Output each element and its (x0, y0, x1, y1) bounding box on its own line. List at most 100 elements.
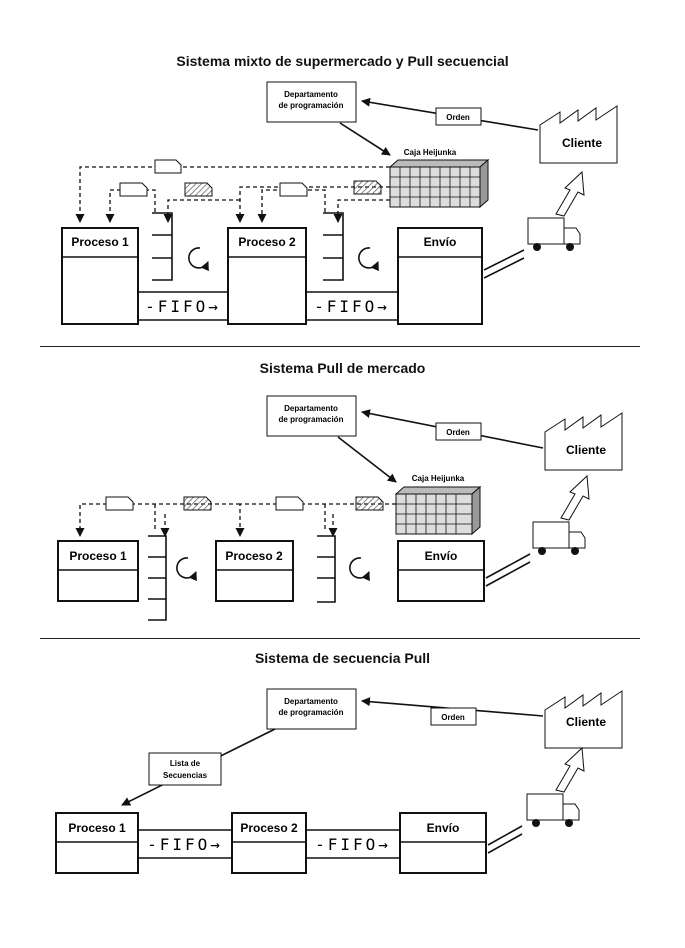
cycle-icon (358, 247, 379, 272)
kanban-card (154, 159, 182, 174)
customer-factory: Cliente (544, 412, 623, 471)
svg-text:Departamento: Departamento (284, 90, 338, 99)
kanban-card-hatched (353, 180, 382, 195)
section2-title: Sistema Pull de mercado (259, 360, 426, 376)
svg-text:Departamento: Departamento (284, 404, 338, 413)
supermarket-shelf (317, 535, 336, 603)
order-label: Orden (446, 113, 470, 122)
heijunka-label: Caja Heijunka (404, 148, 457, 157)
truck-icon (532, 521, 586, 555)
delivery-arrow (555, 746, 585, 793)
process2-box: Proceso 2 (215, 540, 294, 602)
section-divider (40, 346, 640, 347)
shipping-label: Envío (427, 821, 460, 835)
customer-factory: Cliente (544, 690, 623, 749)
kanban-card (279, 182, 308, 197)
shipping-box: Envío (399, 812, 487, 874)
schedule-arrow (337, 436, 397, 483)
shipping-box: Envío (397, 227, 483, 325)
supermarket-shelf (148, 535, 167, 621)
process2-box: Proceso 2 (227, 227, 307, 325)
order-label: Orden (441, 713, 465, 722)
fifo-label: -FIFO→ (315, 835, 391, 854)
process1-label: Proceso 1 (69, 549, 127, 563)
kanban-card (275, 496, 304, 511)
heijunka-box: Caja Heijunka (388, 148, 490, 209)
process2-label: Proceso 2 (240, 821, 298, 835)
svg-text:de programación: de programación (279, 708, 344, 717)
shipping-label: Envío (424, 235, 457, 249)
heijunka-box: Caja Heijunka (394, 474, 482, 536)
kanban-loop (75, 166, 390, 223)
cycle-icon (176, 557, 197, 582)
kanban-card-hatched (355, 496, 384, 511)
customer-label: Cliente (566, 715, 606, 729)
order-box: Orden (435, 422, 482, 441)
kanban-loop (333, 199, 390, 223)
process1-box: Proceso 1 (61, 227, 139, 325)
fifo-label: -FIFO→ (147, 835, 223, 854)
kanban-loop (235, 186, 390, 223)
sequence-list-box: Lista de Secuencias (148, 752, 222, 786)
delivery-arrow (560, 474, 590, 521)
section1-diagram: Departamento de programación Cliente Ord… (61, 81, 618, 325)
customer-label: Cliente (566, 443, 606, 457)
kanban-card-hatched (184, 182, 213, 197)
programming-dept-box: Departamento de programación (266, 688, 357, 730)
svg-text:de programación: de programación (279, 101, 344, 110)
process1-label: Proceso 1 (68, 821, 126, 835)
shipping-line (483, 249, 525, 271)
customer-factory: Cliente (539, 105, 618, 164)
fifo-lane: -FIFO→ (138, 291, 228, 321)
kanban-card (119, 182, 148, 197)
fifo-label: -FIFO→ (314, 297, 390, 316)
shipping-line (485, 561, 531, 587)
kanban-loop (75, 503, 240, 537)
kanban-card (105, 496, 134, 511)
order-box: Orden (430, 707, 477, 726)
process2-box: Proceso 2 (231, 812, 307, 874)
section1-title: Sistema mixto de supermercado y Pull sec… (176, 53, 509, 69)
order-label: Orden (446, 428, 470, 437)
truck-icon (527, 217, 581, 251)
section2-diagram: Departamento de programación Cliente Ord… (57, 395, 623, 621)
fifo-lane: -FIFO→ (306, 829, 400, 859)
process1-box: Proceso 1 (57, 540, 139, 602)
kanban-loop (257, 189, 326, 223)
shipping-line (485, 553, 531, 579)
process2-label: Proceso 2 (225, 549, 283, 563)
delivery-arrow (555, 170, 585, 217)
shipping-label: Envío (425, 549, 458, 563)
process1-box: Proceso 1 (55, 812, 139, 874)
process1-label: Proceso 1 (71, 235, 129, 249)
fifo-lane: -FIFO→ (138, 829, 232, 859)
customer-label: Cliente (562, 136, 602, 150)
fifo-lane: -FIFO→ (306, 291, 398, 321)
svg-text:Lista de: Lista de (170, 759, 201, 768)
shipping-line (487, 825, 523, 846)
supermarket-shelf (323, 212, 344, 281)
programming-dept-box: Departamento de programación (266, 81, 357, 123)
shipping-box: Envío (397, 540, 485, 602)
order-box: Orden (435, 107, 482, 126)
fifo-label: -FIFO→ (145, 297, 221, 316)
section-divider (40, 638, 640, 639)
svg-text:Departamento: Departamento (284, 697, 338, 706)
supermarket-shelf (152, 212, 173, 281)
section3-diagram: Departamento de programación Cliente Ord… (55, 688, 623, 874)
process2-label: Proceso 2 (238, 235, 296, 249)
cycle-icon (349, 557, 370, 582)
schedule-arrow (339, 122, 391, 156)
heijunka-label: Caja Heijunka (412, 474, 465, 483)
truck-icon (526, 793, 580, 827)
shipping-line (483, 257, 525, 279)
cycle-icon (188, 247, 209, 272)
section3-title: Sistema de secuencia Pull (254, 650, 431, 666)
shipping-line (487, 833, 523, 854)
programming-dept-box: Departamento de programación (266, 395, 357, 437)
svg-text:de programación: de programación (279, 415, 344, 424)
kanban-loop (163, 199, 240, 223)
kanban-card-hatched (183, 496, 212, 511)
svg-text:Secuencias: Secuencias (163, 771, 208, 780)
